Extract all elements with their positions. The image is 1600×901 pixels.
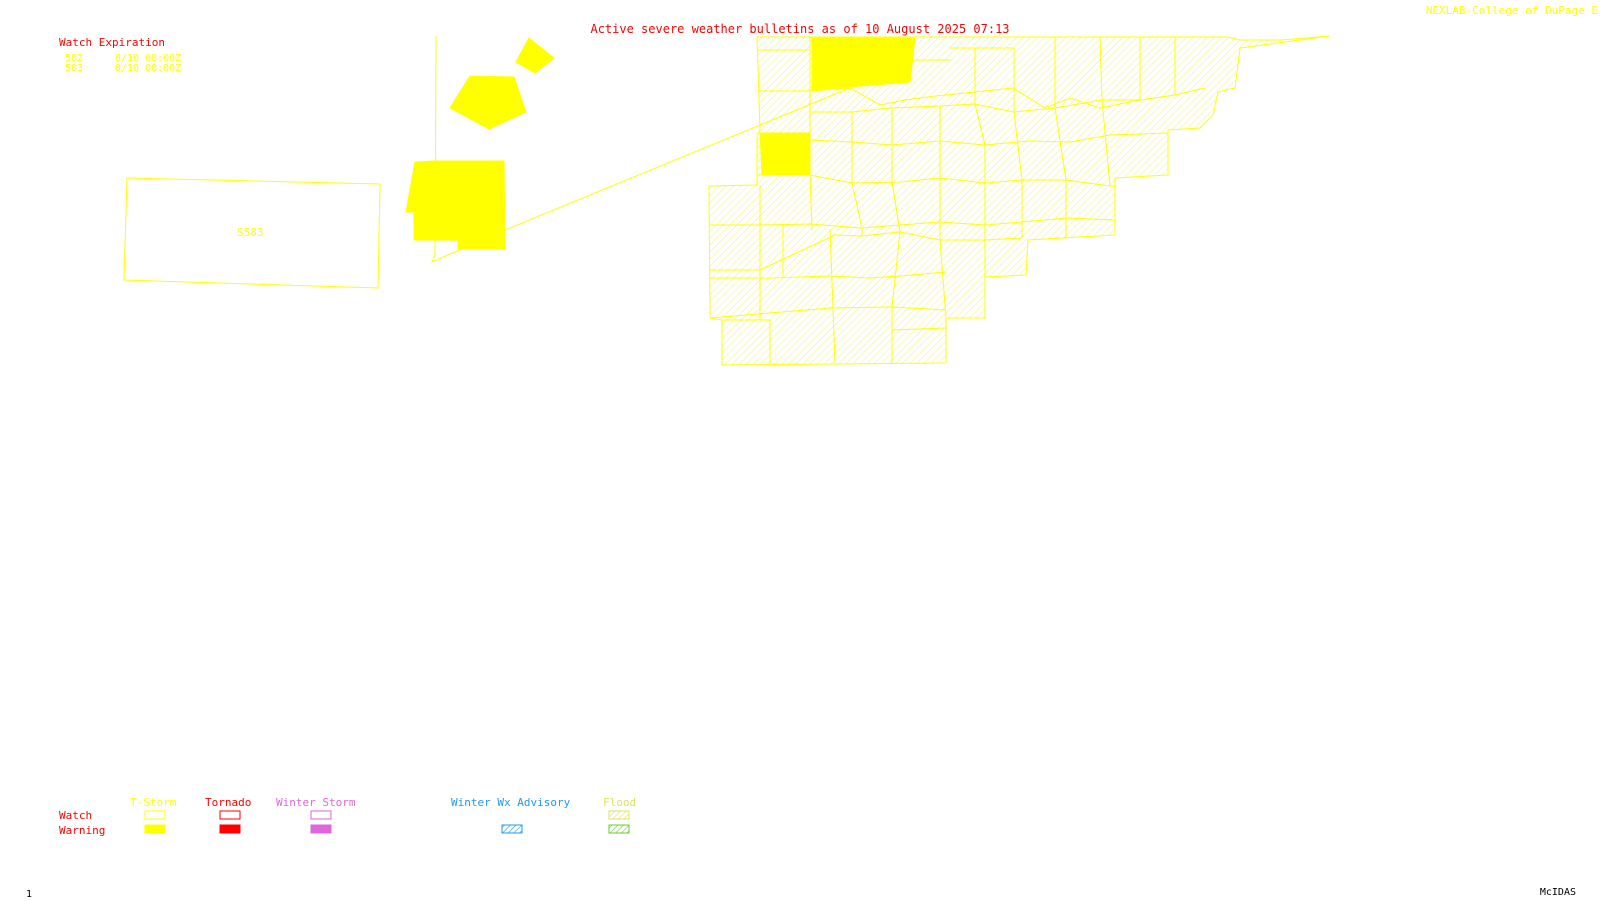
legend-swatch-tstorm-watch — [144, 810, 166, 820]
legend-row-watch: Watch — [59, 809, 93, 822]
legend-swatch-winter-advisory — [501, 824, 523, 834]
legend-swatch-flood-watch — [608, 810, 630, 820]
legend-row-warning: Warning — [59, 824, 106, 837]
legend-swatch-tornado-watch — [219, 810, 241, 820]
brand-label: NEXLAB-College of DuPage E — [1425, 4, 1598, 17]
legend-label-winter-advisory: Winter Wx Advisory — [451, 796, 571, 809]
legend-label-flood: Flood — [603, 796, 637, 809]
legend-swatch-flood-warning — [608, 824, 630, 834]
watch-box-583 — [123, 177, 381, 289]
tstorm-warning-polygon — [405, 160, 506, 250]
tstorm-warning-polygon — [811, 36, 916, 91]
map-title: Active severe weather bulletins as of 10… — [590, 22, 1010, 36]
flood-watch-area — [708, 35, 1331, 366]
legend-swatch-tornado-warning — [219, 824, 241, 834]
legend-swatch-winter-storm-watch — [310, 810, 332, 820]
legend-swatch-tstorm-warning — [144, 824, 166, 834]
watch-expiration-title: Watch Expiration — [59, 36, 165, 49]
tstorm-warning-polygon — [759, 132, 811, 176]
tstorm-watch-outlines — [123, 35, 851, 289]
tstorm-warning-polygon — [449, 75, 527, 130]
tstorm-warning-polygon — [515, 37, 555, 74]
tstorm-warnings — [405, 36, 916, 250]
legend-swatches — [144, 810, 630, 834]
legend-swatch-winter-storm-warning — [310, 824, 332, 834]
legend-label-tstorm: T-Storm — [130, 796, 177, 809]
frame-number: 1 — [26, 889, 33, 900]
county-lines — [709, 36, 1206, 364]
watch-outline-582 — [431, 35, 851, 263]
legend-label-winter-storm: Winter Storm — [276, 796, 356, 809]
watch-box-label: S583 — [237, 226, 264, 239]
software-label: McIDAS — [1539, 887, 1576, 898]
legend-label-tornado: Tornado — [205, 796, 252, 809]
